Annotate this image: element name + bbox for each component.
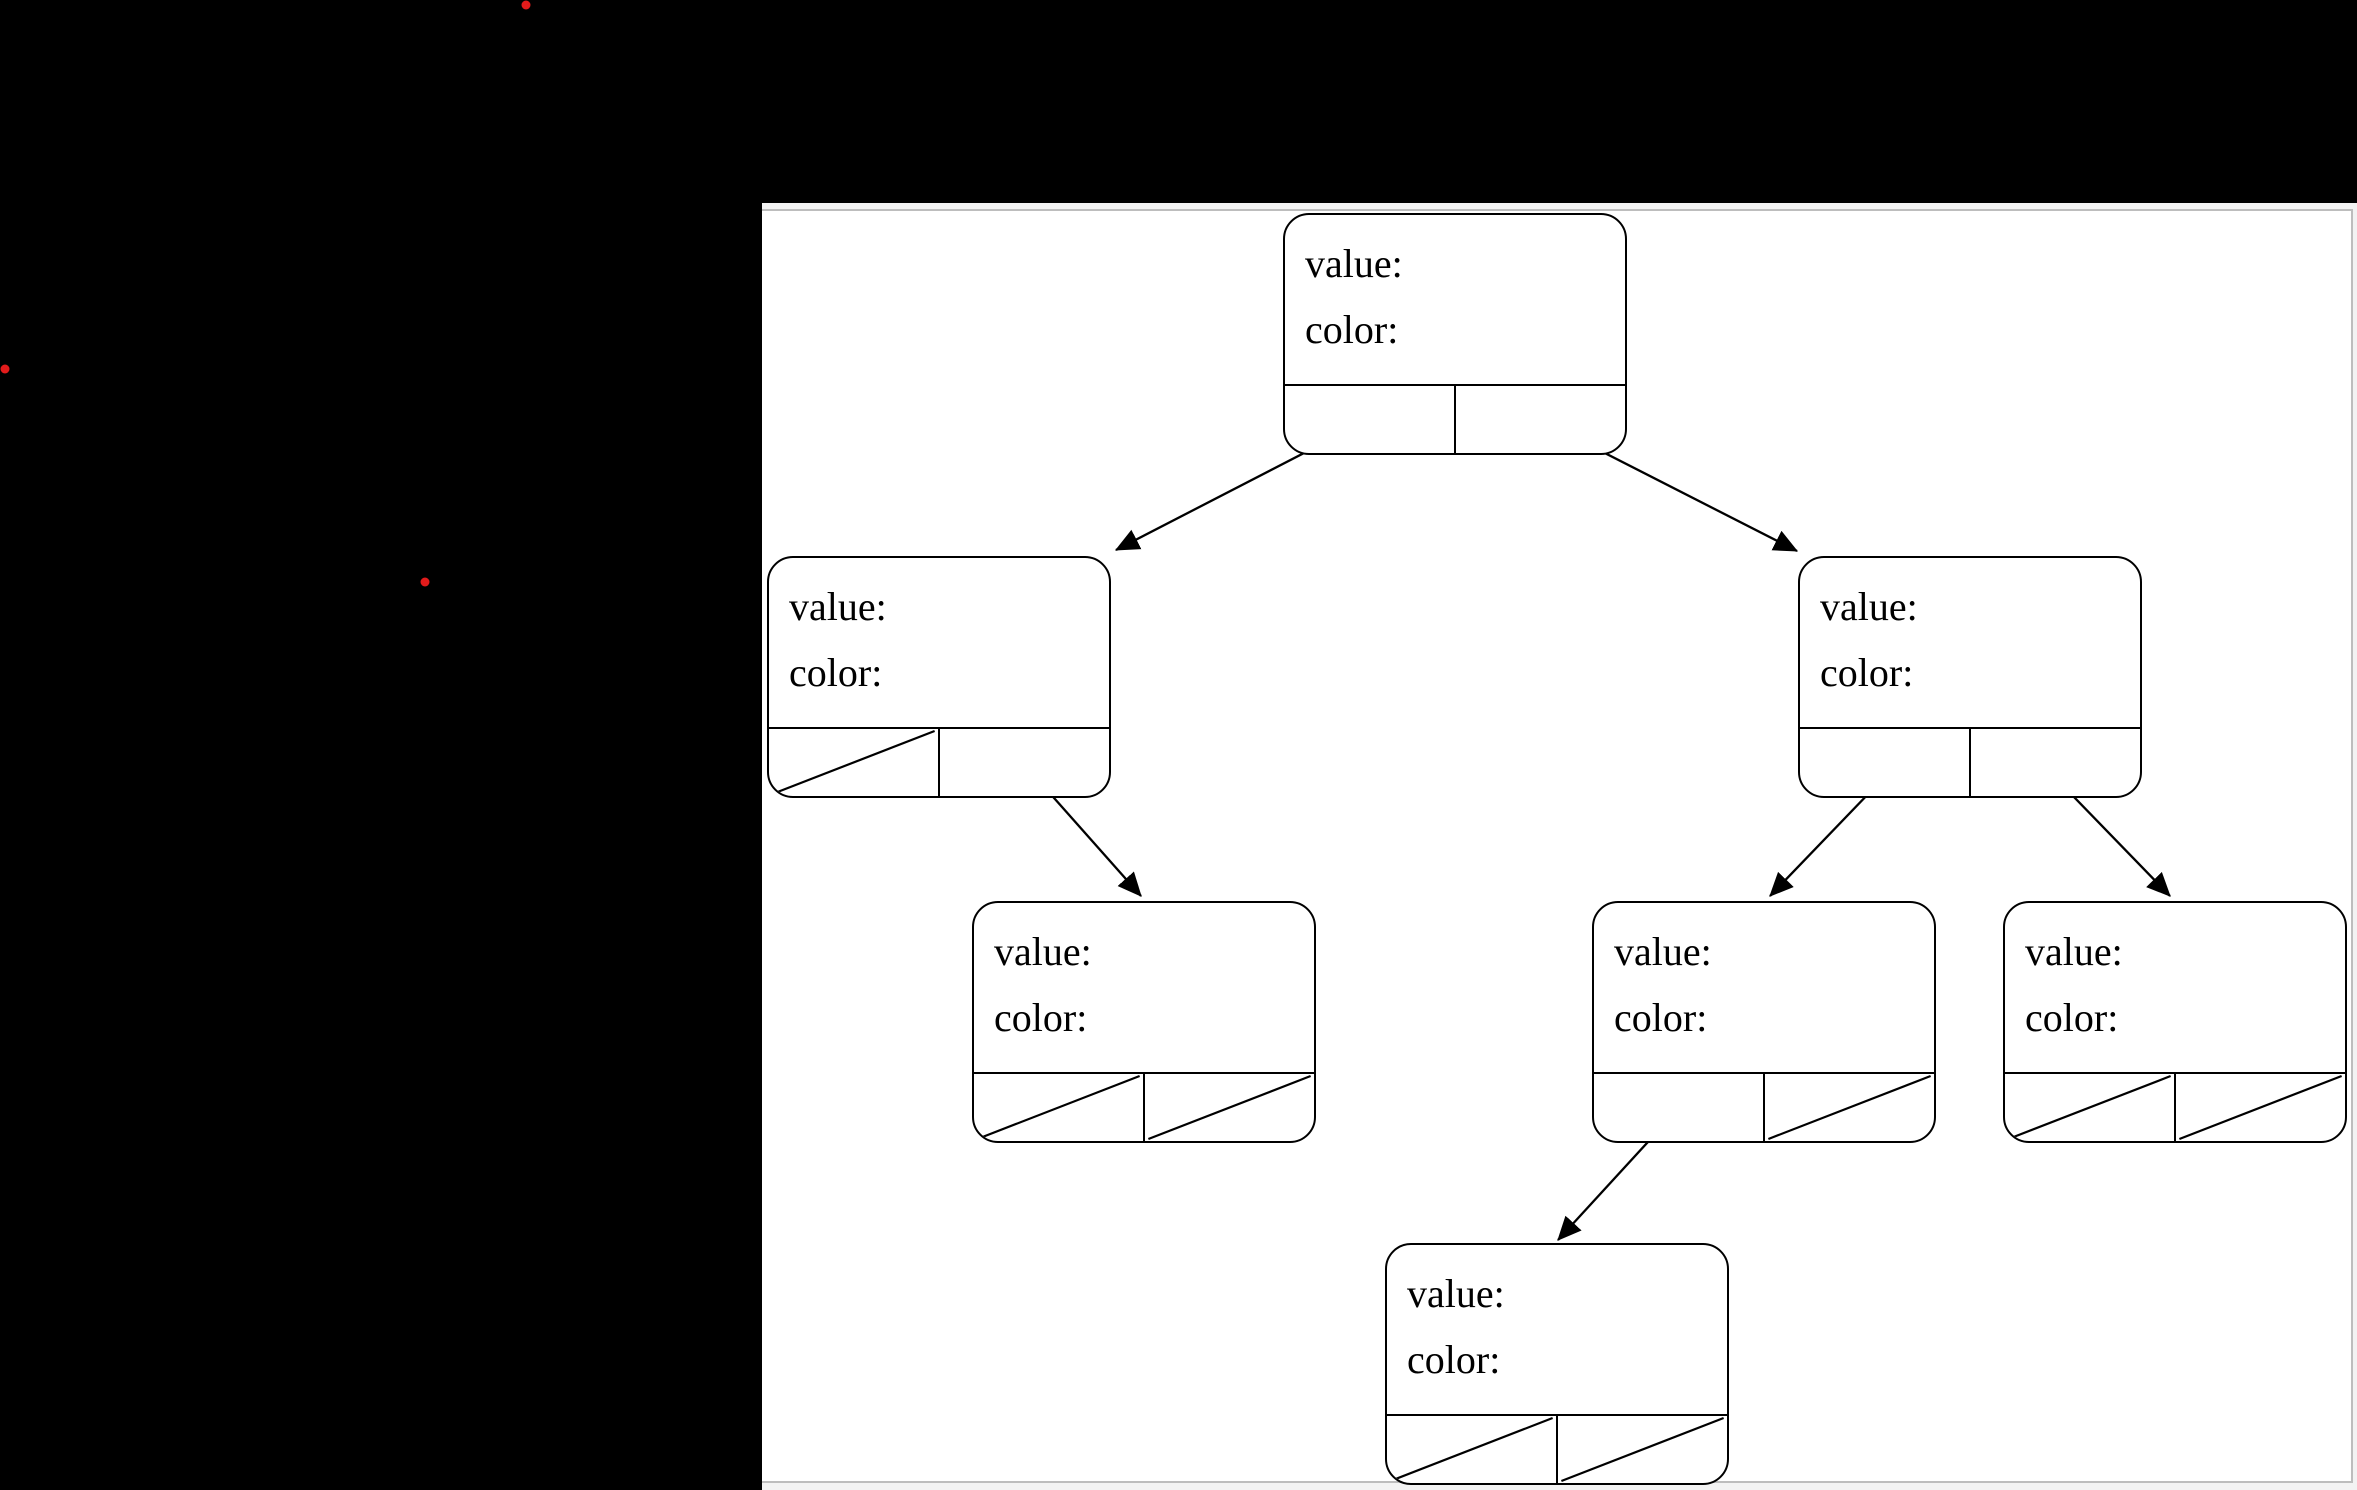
null-slash-icon — [1389, 1416, 1554, 1483]
pointer-cells — [769, 727, 1109, 796]
left-pointer-cell — [1594, 1074, 1765, 1141]
node-fields: value: color: — [2005, 903, 2345, 1072]
right-pointer-cell — [1765, 1074, 1934, 1141]
left-pointer-cell — [1285, 386, 1456, 453]
node-fields: value: color: — [1387, 1245, 1727, 1414]
left-pointer-cell — [1387, 1416, 1558, 1483]
value-label: value: — [1820, 584, 1918, 629]
node-fields: value: color: — [974, 903, 1314, 1072]
color-label: color: — [1614, 995, 1708, 1040]
red-dot-marker-2 — [0, 364, 10, 374]
null-slash-icon — [2178, 1074, 2343, 1141]
left-pointer-cell — [1800, 729, 1971, 796]
value-label: value: — [1305, 241, 1403, 286]
value-label: value: — [1407, 1271, 1505, 1316]
color-label: color: — [789, 650, 883, 695]
value-label: value: — [789, 584, 887, 629]
node-fields: value: color: — [1800, 558, 2140, 727]
right-pointer-cell — [1558, 1416, 1727, 1483]
node-fields: value: color: — [1285, 215, 1625, 384]
left-pointer-cell — [769, 729, 940, 796]
tree-node-left: value: color: — [767, 556, 1111, 798]
red-dot-marker-3 — [420, 577, 430, 587]
pointer-cells — [1285, 384, 1625, 453]
null-slash-icon — [1560, 1416, 1725, 1483]
null-slash-icon — [2007, 1074, 2172, 1141]
tree-node-left-right: value: color: — [972, 901, 1316, 1143]
null-slash-icon — [1767, 1074, 1932, 1141]
red-dot-marker-1 — [521, 0, 531, 10]
right-pointer-cell — [1145, 1074, 1314, 1141]
tree-node-root: value: color: — [1283, 213, 1627, 455]
pointer-cells — [1594, 1072, 1934, 1141]
tree-node-right-left-left: value: color: — [1385, 1243, 1729, 1485]
null-slash-icon — [976, 1074, 1141, 1141]
null-slash-icon — [771, 729, 936, 796]
right-pointer-cell — [940, 729, 1109, 796]
color-label: color: — [2025, 995, 2119, 1040]
tree-node-right-right: value: color: — [2003, 901, 2347, 1143]
right-pointer-cell — [2176, 1074, 2345, 1141]
pointer-cells — [1387, 1414, 1727, 1483]
color-label: color: — [1305, 307, 1399, 352]
left-pointer-cell — [974, 1074, 1145, 1141]
value-label: value: — [1614, 929, 1712, 974]
right-pointer-cell — [1971, 729, 2140, 796]
value-label: value: — [994, 929, 1092, 974]
color-label: color: — [1407, 1337, 1501, 1382]
tree-node-right-left: value: color: — [1592, 901, 1936, 1143]
color-label: color: — [994, 995, 1088, 1040]
pointer-cells — [1800, 727, 2140, 796]
node-fields: value: color: — [1594, 903, 1934, 1072]
pointer-cells — [2005, 1072, 2345, 1141]
tree-node-right: value: color: — [1798, 556, 2142, 798]
pointer-cells — [974, 1072, 1314, 1141]
null-slash-icon — [1147, 1074, 1312, 1141]
node-fields: value: color: — [769, 558, 1109, 727]
right-pointer-cell — [1456, 386, 1625, 453]
color-label: color: — [1820, 650, 1914, 695]
left-pointer-cell — [2005, 1074, 2176, 1141]
value-label: value: — [2025, 929, 2123, 974]
